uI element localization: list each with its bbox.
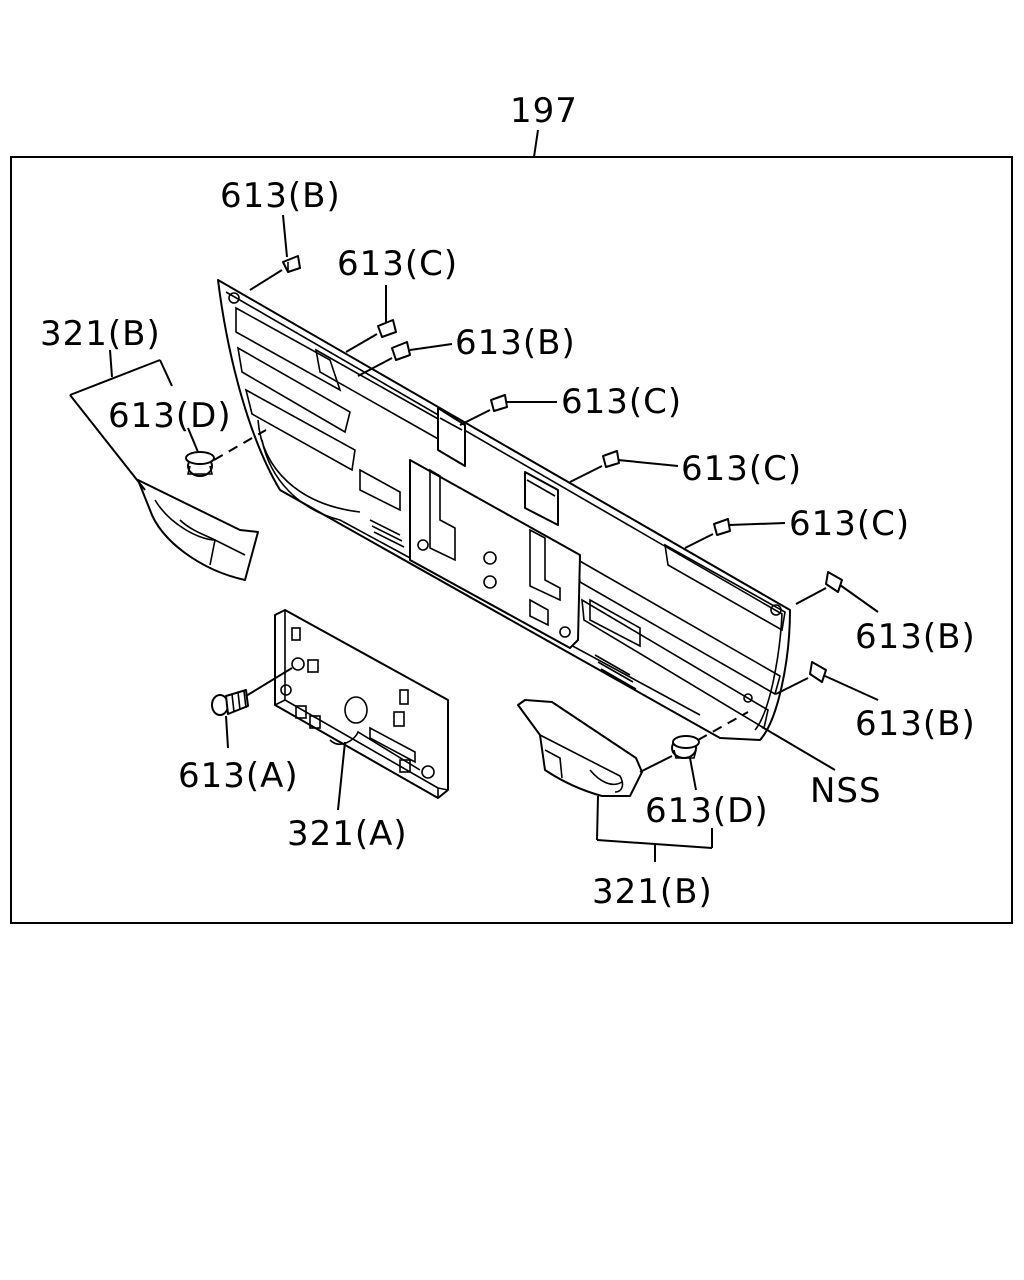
label-nss: NSS [810, 771, 882, 811]
label-613c-2: 613(C) [681, 449, 802, 489]
label-613b-right-1: 613(B) [855, 617, 976, 657]
clip-613c-top [377, 319, 397, 338]
clip-613c-3 [713, 518, 731, 536]
clip-613b-right-1 [825, 571, 843, 593]
label-613c-top: 613(C) [337, 244, 458, 284]
grille [217, 279, 791, 741]
label-613a: 613(A) [178, 756, 299, 796]
clip-613c-2 [602, 450, 620, 468]
clip-613b-top [282, 255, 301, 273]
label-321a: 321(A) [287, 814, 408, 854]
label-613b-right-2: 613(B) [855, 704, 976, 744]
label-321b-right: 321(B) [592, 872, 713, 912]
assembly-frame [10, 156, 1013, 924]
label-321b-left: 321(B) [40, 314, 161, 354]
bracket-321b-left [137, 479, 259, 581]
label-613d-right: 613(D) [645, 791, 769, 831]
clip-613b-right-2 [809, 661, 827, 683]
label-613b-mid: 613(B) [455, 323, 576, 363]
clip-613d-right [671, 735, 700, 759]
label-613d-left: 613(D) [108, 396, 232, 436]
label-613b-top: 613(B) [220, 176, 341, 216]
assembly-leader [533, 129, 539, 158]
clip-613b-mid [391, 341, 411, 361]
label-613c-1: 613(C) [561, 382, 682, 422]
label-assembly: 197 [510, 91, 578, 131]
plate-321a [274, 609, 449, 799]
label-613c-3: 613(C) [789, 504, 910, 544]
screw-613a [211, 689, 249, 716]
bracket-321b-right [517, 699, 643, 797]
clip-613d-left [185, 451, 215, 477]
clip-613c-1 [490, 394, 508, 412]
